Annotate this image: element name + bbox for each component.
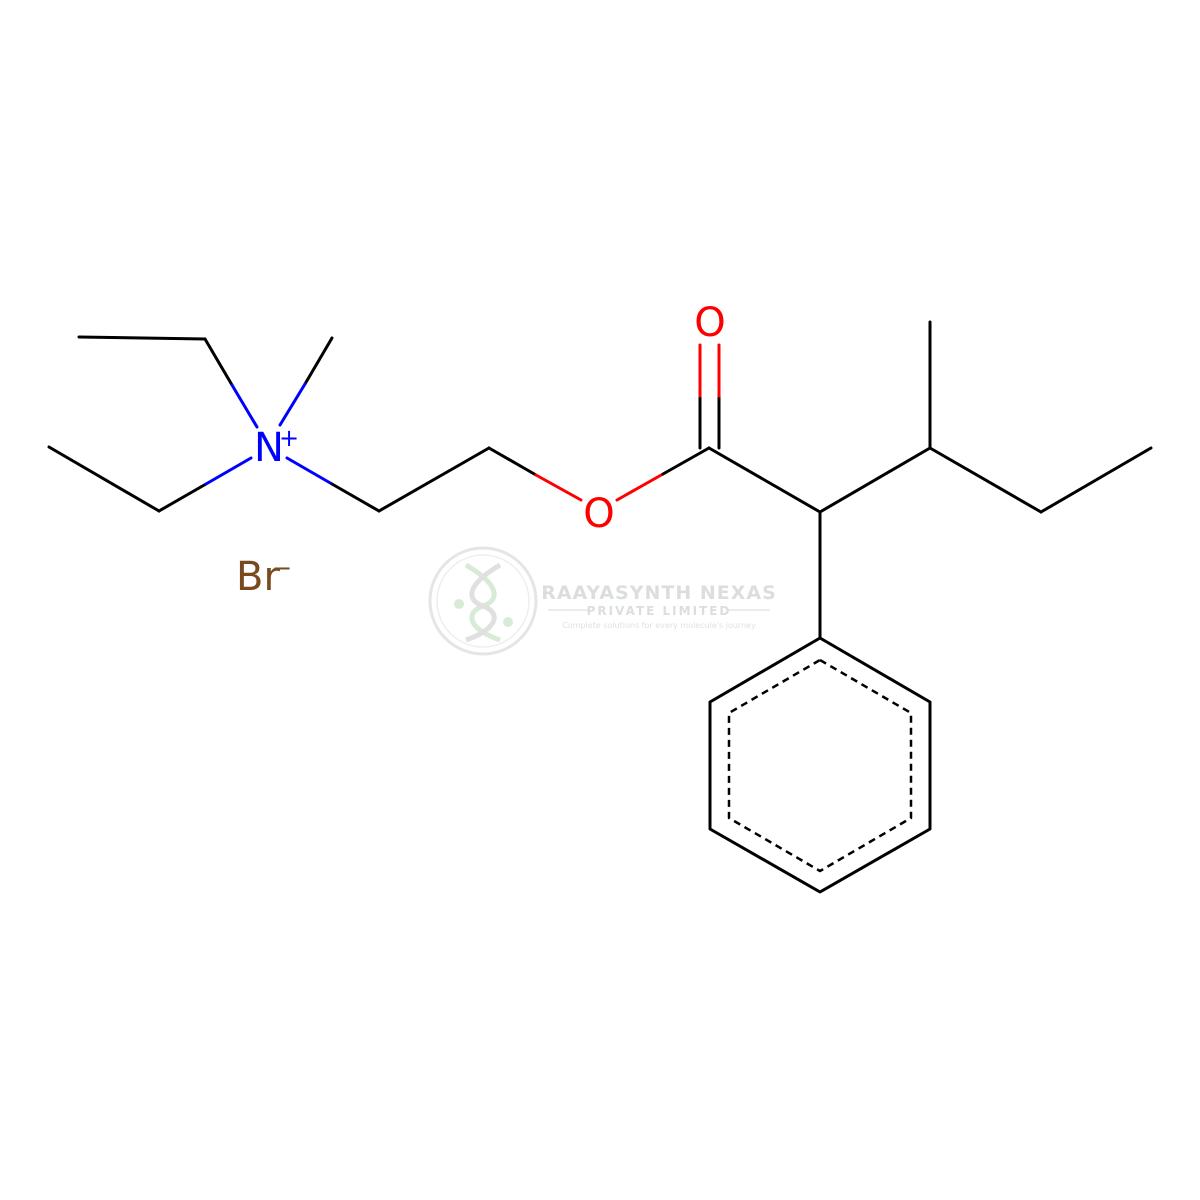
bond-calpha-cbeta xyxy=(818,446,932,514)
bromide-charge: − xyxy=(272,554,292,582)
bond-ch2b-n-black xyxy=(157,482,208,513)
bond-linker-o-red xyxy=(534,473,583,502)
nitrogen-charge: + xyxy=(279,424,299,452)
bond-ch2-ch3 xyxy=(1039,446,1153,514)
bond-o-carbonyl-red xyxy=(615,472,665,502)
carbon-bonds xyxy=(47,320,1153,640)
watermark-name: RAAYASYNTH NEXAS xyxy=(541,582,777,604)
bond-ch2-n-blue xyxy=(230,383,259,429)
bond-n-linker-black xyxy=(330,482,381,513)
bond-n-linker-blue xyxy=(285,456,334,486)
bond-ch2b-n-blue xyxy=(204,456,253,486)
bond-o-carbonyl-black xyxy=(661,446,711,476)
watermark-subtitle: PRIVATE LIMITED xyxy=(587,604,732,618)
oxygen-bonds xyxy=(487,343,721,502)
bond-ch2-ch2-linker xyxy=(377,446,491,513)
bond-ethyl1-ch3-ch2 xyxy=(77,335,207,341)
watermark: RAAYASYNTH NEXAS PRIVATE LIMITED Complet… xyxy=(428,546,777,656)
nitrogen-bonds xyxy=(157,336,381,513)
watermark-tagline: Complete solutions for every molecule's … xyxy=(562,621,756,630)
carbonyl-oxygen-label: O xyxy=(694,300,725,346)
bond-ch2-n-black xyxy=(203,337,234,387)
nitrogen-label: N xyxy=(254,425,284,471)
bond-ethyl2-ch3-ch2 xyxy=(47,445,161,513)
phenyl-ring-aromatic-inner xyxy=(727,658,913,873)
dna-helix-icon xyxy=(428,546,538,656)
bond-methyl-n-blue xyxy=(278,382,307,427)
bond-cbeta-ch2 xyxy=(928,446,1043,514)
phenyl-ring-outer xyxy=(708,636,932,894)
atom-labels: N + O O Br − xyxy=(236,300,726,600)
bond-linker-o-black xyxy=(487,446,538,477)
phenyl-ring xyxy=(708,636,932,894)
bond-carbonyl-calpha xyxy=(707,446,822,514)
bond-methyl-n-black xyxy=(303,336,334,386)
bromide-label: Br xyxy=(236,554,280,600)
ester-oxygen-label: O xyxy=(583,491,614,537)
